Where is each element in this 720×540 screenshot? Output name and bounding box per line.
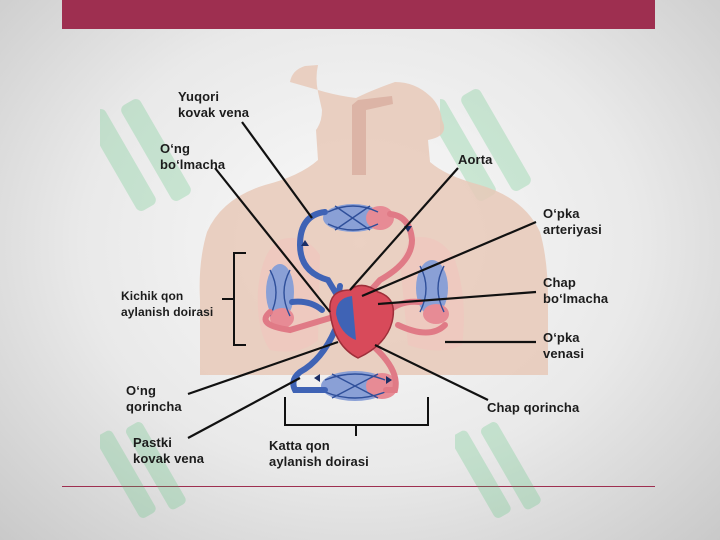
pulmonary-bracket bbox=[222, 252, 246, 346]
watermark-logo bbox=[451, 410, 565, 535]
label-left-ventricle: Chap qorincha bbox=[487, 400, 580, 415]
systemic-bracket bbox=[284, 397, 429, 436]
label-aorta: Aorta bbox=[458, 152, 493, 167]
bottom-divider bbox=[62, 486, 655, 487]
capillary-bed-bottom bbox=[321, 371, 398, 401]
capillary-bed-top bbox=[323, 204, 394, 232]
trachea bbox=[352, 96, 393, 175]
leader-lines bbox=[187, 121, 537, 439]
watermark-logo bbox=[96, 410, 210, 535]
capillary-bed-right bbox=[266, 264, 294, 328]
top-accent-bar bbox=[62, 0, 655, 29]
capillary-bed-left bbox=[416, 260, 449, 324]
watermark-logo bbox=[86, 85, 210, 230]
